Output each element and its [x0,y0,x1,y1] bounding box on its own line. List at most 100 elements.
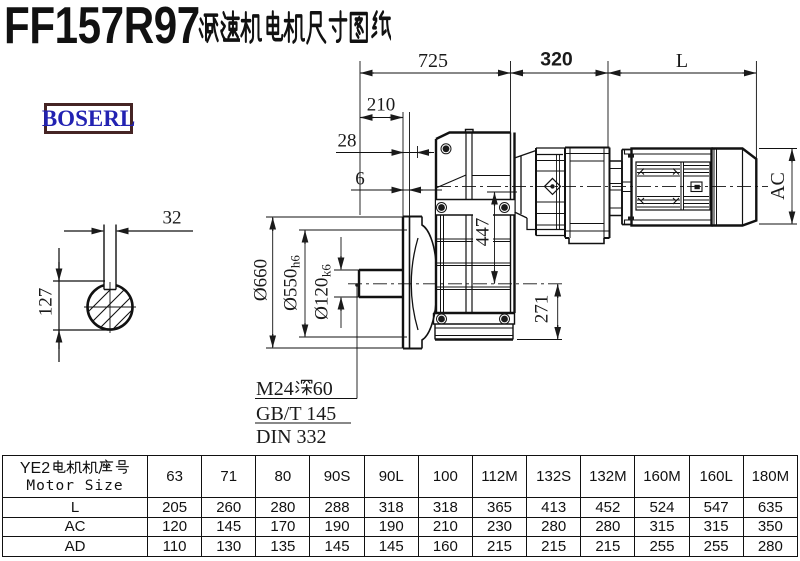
motor-size-header-cell: 80 [255,455,311,498]
value-cell: 130 [201,536,257,557]
value-cell: 413 [526,497,582,518]
motor-size-header-cell: 71 [201,455,257,498]
gearbox-bolts [436,143,510,325]
dim-660: Ø660 [250,258,272,302]
value-cell: 288 [309,497,365,518]
cjk-glyph-shen [295,379,313,396]
value-cell: 160 [417,536,473,557]
motor-size-header-cell: 160L [688,455,744,498]
motor-size-header-cell: 90L [363,455,419,498]
value-cell: 452 [580,497,636,518]
value-cell: 210 [417,516,473,537]
cjk-glyph-su [219,10,241,42]
motor-size-header-cell: 100 [417,455,473,498]
value-cell: 120 [146,516,203,537]
title-cjk-run [197,7,392,46]
centerlines [348,185,768,285]
motor-size-header-cell: 132M [580,455,636,498]
value-cell: 170 [255,516,311,537]
stator-corner-marks [637,168,680,205]
value-cell: 230 [471,516,528,537]
dim-550: Ø550h6 [280,255,303,311]
note-din: DIN 332 [256,426,327,448]
note-gbt: GB/T 145 [256,403,337,425]
value-cell: 635 [742,497,799,518]
value-cell: 260 [201,497,257,518]
output-flange [401,215,437,350]
cjk-glyph-ji [82,459,99,474]
page-title: FF157R97 [4,0,392,55]
adapter-housing [514,146,623,245]
value-cell: 524 [634,497,690,518]
dim-120: Ø120k6 [311,264,334,320]
value-cell: 280 [526,516,582,537]
cjk-glyph-ji [66,459,83,474]
value-cell: 215 [471,536,528,557]
value-cell: 350 [742,516,799,537]
motor-joint-marks [628,154,634,221]
brand-logo-text: BOSERL [41,106,136,131]
cjk-glyph-dian [53,459,66,473]
row-label: L [2,497,148,518]
motor-size-header-cell: 132S [526,455,582,498]
value-cell: 547 [688,497,744,518]
value-cell: 145 [309,536,365,557]
text-run: M24 [256,378,294,400]
cjk-glyph-dian [266,10,284,42]
dim-6: 6 [355,168,365,190]
cjk-glyph-cun [328,10,347,44]
motor-size-header-cell: 180M [742,455,799,498]
dim-L: L [675,49,689,72]
value-cell: 318 [417,497,473,518]
row-label: AD [2,536,148,557]
value-cell: 110 [146,536,203,557]
value-cell: 315 [634,516,690,537]
cjk-glyph-ji [240,10,262,44]
value-cell: 280 [580,516,636,537]
value-cell: 215 [580,536,636,557]
dim-32: 32 [162,207,182,229]
value-cell: 135 [255,536,311,557]
dim-127: 127 [35,287,57,317]
brand-logo: BOSERL [41,103,136,134]
value-cell: 280 [742,536,799,557]
value-cell: 145 [363,536,419,557]
motor-size-header-cell: 63 [146,455,203,498]
motor-size-header-cell: 90S [309,455,365,498]
cjk-glyph-zhi [370,10,392,41]
value-cell: 190 [363,516,419,537]
dim-127-lines [53,248,112,362]
dim-28: 28 [337,130,357,152]
header-label-en: Motor Size [26,477,124,494]
cjk-glyph-jian [198,13,219,44]
row-label: AC [2,516,148,537]
cjk-glyph-chi [306,10,327,45]
value-cell: 280 [255,497,311,518]
value-cell: 255 [634,536,690,557]
cjk-glyph-tu [349,11,369,44]
hatching [88,285,132,329]
motor-size-header-cell: 112M [471,455,528,498]
cjk-glyph-hao [115,459,130,474]
dim-271: 271 [531,294,553,324]
value-cell: 145 [201,516,257,537]
shaft-end-view [53,224,193,362]
title-latin-box: FF157R97 [4,0,200,55]
value-cell: 315 [688,516,744,537]
value-cell: 365 [471,497,528,518]
dim-725: 725 [418,50,448,72]
text-run: FF157R97 [4,0,200,55]
value-cell: 190 [309,516,365,537]
dim-210: 210 [366,94,396,116]
motor-size-header-cell: 160M [634,455,690,498]
value-cell: 205 [146,497,203,518]
value-cell: 215 [526,536,582,557]
dim-447: 447 [472,217,494,247]
